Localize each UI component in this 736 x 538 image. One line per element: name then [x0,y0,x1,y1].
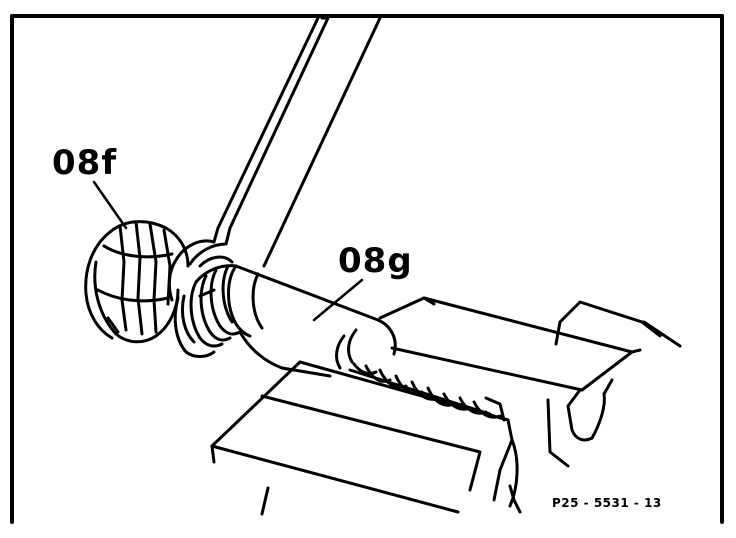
part-callout-08g: 08g [338,241,413,281]
figure-reference-code: P25 - 5531 - 13 [552,496,662,510]
threaded-shaft [227,264,397,378]
clamp-body [210,360,522,516]
wrench-handle [212,16,382,268]
leader-line-08f [92,180,128,230]
leader-line-08g [312,278,364,322]
clamp-plate [378,296,642,392]
knurled-nut [84,220,190,344]
support-block [546,300,682,468]
threaded-collar [189,264,242,348]
frame-border [10,14,724,524]
part-callout-08f: 08f [52,143,118,183]
